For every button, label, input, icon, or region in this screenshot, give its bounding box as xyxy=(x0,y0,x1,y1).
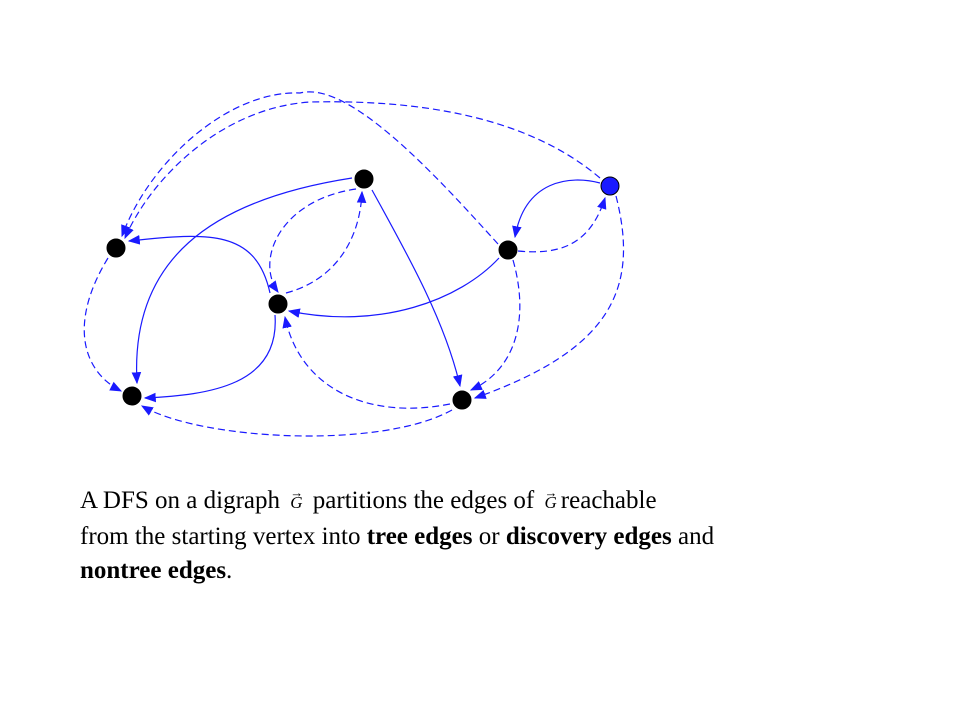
start-vertex xyxy=(600,176,620,196)
tree-edge-d-b xyxy=(131,177,353,385)
vertices xyxy=(106,169,620,410)
nontree-edge-b-c xyxy=(285,190,367,294)
digraph-symbol: →G xyxy=(286,485,306,520)
vertex-e xyxy=(498,240,518,260)
nontree-edge-g-f xyxy=(473,195,625,399)
term-tree-edges: tree edges xyxy=(366,523,473,550)
nontree-edge-e-a xyxy=(121,91,499,245)
dfs-digraph xyxy=(83,91,625,437)
nontree-edge-e-g xyxy=(517,196,607,253)
tree-edge-c-d xyxy=(143,314,276,403)
caption-line-3: nontree edges. xyxy=(80,554,940,588)
digraph-letter: G xyxy=(290,493,303,512)
tree-edge-g-e xyxy=(512,179,601,239)
vector-arrow: → xyxy=(290,485,304,500)
digraph-letter: G xyxy=(544,493,557,512)
tree-edge-e-c xyxy=(287,257,500,318)
tree-edge-b-f xyxy=(371,189,463,388)
nontree-edge-f-d xyxy=(140,405,453,437)
tree-edge-c-a xyxy=(127,235,271,294)
caption-text: A DFS on a digraph xyxy=(80,487,280,514)
term-nontree-edges: nontree edges xyxy=(80,557,227,584)
caption-text: and xyxy=(678,523,715,550)
nontree-edge-c-b xyxy=(267,188,357,293)
caption-line-1: A DFS on a digraph →G partitions the edg… xyxy=(80,484,940,520)
nontree-edge-e-f xyxy=(469,259,521,391)
vertex-b xyxy=(122,386,142,406)
caption-line-2: from the starting vertex into tree edges… xyxy=(80,520,940,554)
tree-edges xyxy=(127,177,601,403)
term-discovery-edges: discovery edges xyxy=(505,523,672,550)
caption-text: partitions the edges of xyxy=(312,487,535,514)
caption-text: or xyxy=(478,523,500,550)
nontree-edge-g-a xyxy=(124,101,601,240)
nontree-edges xyxy=(83,91,625,437)
caption-text: reachable xyxy=(560,487,657,514)
vector-arrow: → xyxy=(544,485,558,500)
vertex-a xyxy=(106,238,126,258)
nontree-edge-a-d xyxy=(83,257,123,392)
nontree-edge-f-c xyxy=(282,315,451,409)
caption-text: from the starting vertex into xyxy=(80,523,361,550)
vertex-c xyxy=(268,294,288,314)
vertex-f xyxy=(452,390,472,410)
caption-text: . xyxy=(226,557,233,584)
caption: A DFS on a digraph →G partitions the edg… xyxy=(80,484,940,588)
digraph-symbol: →G xyxy=(541,485,561,520)
vertex-d xyxy=(354,169,374,189)
